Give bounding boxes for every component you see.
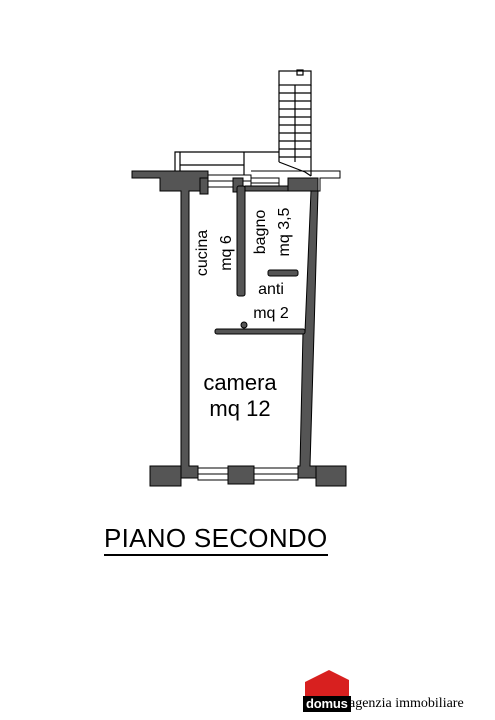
floor-title: PIANO SECONDO	[104, 522, 328, 556]
room-name-cucina: cucina	[194, 230, 211, 276]
brand-name: domus	[303, 696, 351, 712]
room-name-camera: camera	[203, 370, 277, 395]
door-hinge	[240, 321, 248, 329]
wall-southeast	[315, 465, 347, 487]
room-area-cucina: mq 6	[218, 235, 235, 271]
pillar	[227, 465, 255, 485]
staircase	[278, 69, 312, 177]
interior-partitions	[214, 185, 306, 335]
room-area-camera: mq 12	[209, 396, 270, 421]
wall-southwest	[149, 465, 182, 487]
partition-kitchen-bath	[236, 185, 246, 297]
partition-top	[244, 185, 289, 192]
room-labels: cucina mq 6 bagno mq 3,5 anti mq 2 camer…	[194, 207, 293, 421]
room-name-bagno: bagno	[252, 210, 269, 255]
house-roof-icon	[305, 670, 349, 696]
room-area-anti: mq 2	[253, 305, 289, 322]
wall-west	[131, 170, 209, 479]
pillar	[199, 177, 209, 195]
south-openings	[197, 465, 299, 485]
room-area-bagno: mq 3,5	[276, 207, 293, 256]
room-name-anti: anti	[258, 281, 284, 298]
brand-logo-block: domus agenzia immobiliare	[303, 668, 493, 712]
exterior-walls	[131, 170, 347, 487]
partition-camera	[214, 328, 306, 335]
partition-bath-anti	[267, 269, 299, 277]
brand-tagline: agenzia immobiliare	[349, 696, 464, 711]
logo-roof	[305, 670, 349, 696]
wall-northeast-corner	[287, 177, 319, 192]
stair-landing	[278, 70, 312, 86]
stair-post	[296, 69, 304, 76]
